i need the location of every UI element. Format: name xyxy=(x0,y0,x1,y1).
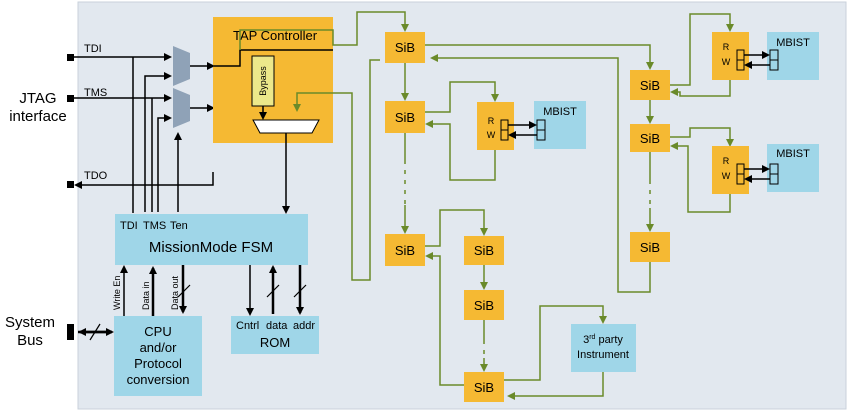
instrument-label-2: Instrument xyxy=(577,349,629,361)
data-in-label: Data in xyxy=(141,281,151,310)
tms-pin-label: TMS xyxy=(84,87,107,99)
mbist-block xyxy=(767,32,819,80)
write-en-label: Write En xyxy=(112,276,122,310)
rw-register xyxy=(712,146,749,194)
rw-r-label: R xyxy=(488,116,495,126)
rw-w-label: W xyxy=(487,130,496,140)
fsm-title: MissionMode FSM xyxy=(149,239,273,256)
system-bus-pin xyxy=(67,324,74,340)
cpu-label-2: and/or xyxy=(140,340,178,355)
jtag-label-2: interface xyxy=(9,108,67,125)
rom-addr-label: addr xyxy=(293,320,315,332)
sib-box xyxy=(464,372,504,402)
mbist-label: MBIST xyxy=(776,37,810,49)
instrument-label-1: 3rd party xyxy=(583,334,623,346)
sib-label: SiB xyxy=(640,240,660,255)
fsm-ten-label: Ten xyxy=(170,220,188,232)
sib-box xyxy=(464,290,504,320)
sib-box xyxy=(630,232,670,262)
tdo-pin xyxy=(67,181,74,188)
rom-cntrl-label: Cntrl xyxy=(236,320,259,332)
sib-box xyxy=(464,236,504,265)
sib-box xyxy=(630,70,670,100)
rw-r-label: R xyxy=(723,42,730,52)
rom-block xyxy=(231,316,319,354)
tdi-pin-label: TDI xyxy=(84,43,102,55)
data-out-label: Data out xyxy=(170,275,180,310)
rw-r-label: R xyxy=(723,156,730,166)
sib-label: SiB xyxy=(474,380,494,395)
sib-label: SiB xyxy=(395,243,415,258)
sib-label: SiB xyxy=(395,40,415,55)
sib-box xyxy=(385,101,425,133)
tdi-mux xyxy=(173,46,190,86)
tms-pin xyxy=(67,95,74,102)
rom-title: ROM xyxy=(260,335,290,350)
fsm-tdi-label: TDI xyxy=(120,220,138,232)
rom-data-label: data xyxy=(266,320,288,332)
mbist-label: MBIST xyxy=(543,106,577,118)
cpu-label-3: Protocol xyxy=(134,356,182,371)
sib-label: SiB xyxy=(640,78,660,93)
rw-register xyxy=(712,32,749,80)
jtag-label-1: JTAG xyxy=(19,90,56,107)
tdo-pin-label: TDO xyxy=(84,170,108,182)
cpu-block xyxy=(114,316,202,396)
sib-label: SiB xyxy=(474,298,494,313)
mbist-block xyxy=(534,101,586,149)
rw-w-label: W xyxy=(722,57,731,67)
tap-controller-title: TAP Controller xyxy=(233,28,318,43)
sib-label: SiB xyxy=(395,110,415,125)
mbist-label: MBIST xyxy=(776,148,810,160)
rw-w-label: W xyxy=(722,171,731,181)
cpu-label-4: conversion xyxy=(127,372,190,387)
tap-output-mux xyxy=(252,119,320,134)
sib-box xyxy=(630,124,670,152)
tms-mux xyxy=(173,88,190,128)
system-bus-label-2: Bus xyxy=(17,332,43,349)
fsm-tms-label: TMS xyxy=(143,220,166,232)
system-bus-label-1: System xyxy=(5,314,55,331)
sib-label: SiB xyxy=(474,243,494,258)
bypass-label: Bypass xyxy=(258,66,268,96)
tdi-pin xyxy=(67,54,74,61)
third-party-instrument xyxy=(571,324,636,372)
cpu-label-1: CPU xyxy=(144,324,171,339)
sib-label: SiB xyxy=(640,131,660,146)
sib-box xyxy=(385,234,425,266)
sib-box xyxy=(385,32,425,63)
missionmode-fsm xyxy=(115,214,308,265)
